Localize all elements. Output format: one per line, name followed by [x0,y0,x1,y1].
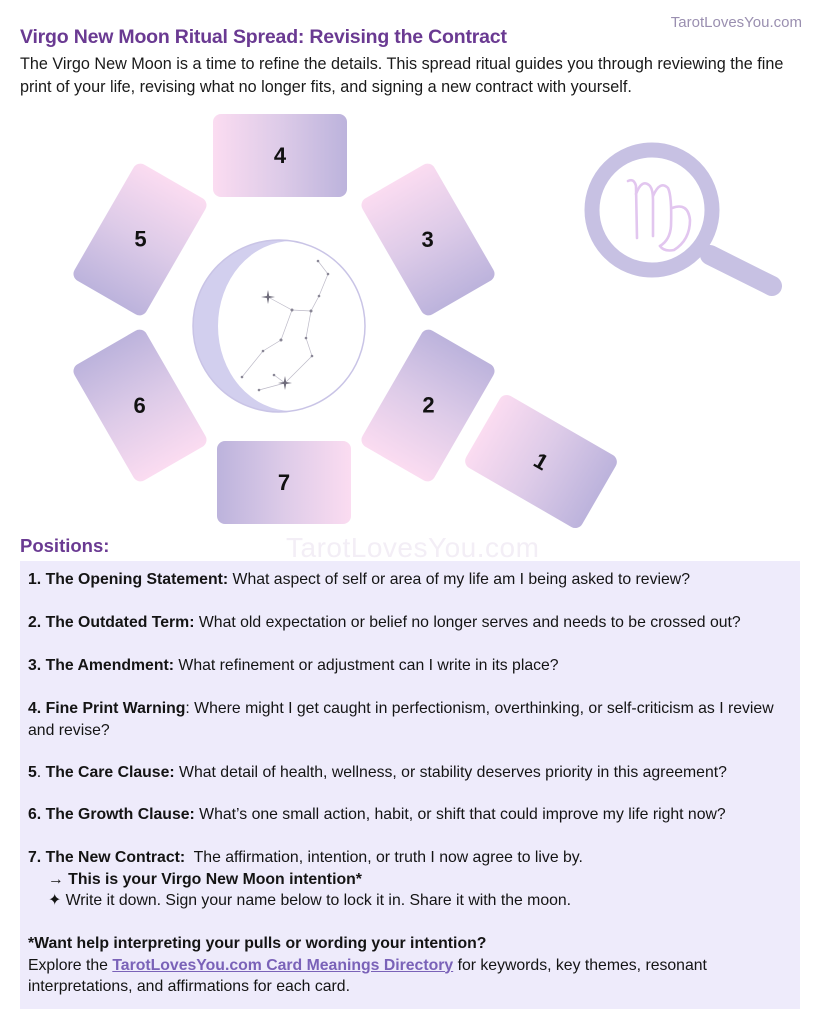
position-question: The affirmation, intention, or truth I n… [185,849,583,866]
position-question: What refinement or adjustment can I writ… [174,657,559,674]
card-number: 4 [273,142,287,168]
background-watermark: TarotLovesYou.com [286,532,540,563]
card-position-4: 4 [213,114,347,197]
position-question: What’s one small action, habit, or shift… [194,806,726,823]
magnifying-glass-virgo-icon [584,142,782,296]
spread-layout: 1 2 3 4 5 6 7 [0,100,819,531]
positions-heading: Positions: [20,535,110,556]
position-name: The Opening Statement: [45,571,229,588]
position-question: : Where might I get caught in perfection… [28,700,774,739]
card-position-7: 7 [217,441,351,524]
card-number: 1 [529,447,553,475]
card-number: 2 [421,392,435,418]
position-name: Fine Print Warning [45,700,186,717]
position-name: The Amendment: [45,657,175,674]
position-separator: . [36,764,46,781]
position-question: What detail of health, wellness, or stab… [174,764,727,781]
position-number: 5 [28,764,37,781]
position-item-1: 1. The Opening Statement: What aspect of… [28,569,796,591]
position-question: What aspect of self or area of my life a… [228,571,690,588]
position-item-7: 7. The New Contract: The affirmation, in… [28,847,796,912]
position-question: What old expectation or belief no longer… [194,614,741,631]
position-item-2: 2. The Outdated Term: What old expectati… [28,612,796,634]
intention-line: → This is your Virgo New Moon intention* [48,870,362,888]
intro-paragraph: The Virgo New Moon is a time to refine t… [20,55,784,96]
help-section: *Want help interpreting your pulls or wo… [28,933,796,998]
position-number: 7. [28,849,42,866]
position-number: 1. [28,571,42,588]
position-number: 3. [28,657,42,674]
positions-panel: 1. The Opening Statement: What aspect of… [20,561,800,1009]
position-number: 6. [28,806,42,823]
brand-watermark: TarotLovesYou.com [670,14,802,31]
position-name: The New Contract: [45,849,186,866]
card-number: 5 [133,226,147,252]
help-suffix: for keywords, key themes, resonant inter… [28,956,707,996]
card-number: 3 [421,226,435,252]
help-question: *Want help interpreting your pulls or wo… [28,935,487,952]
card-meanings-directory-link[interactable]: TarotLovesYou.com Card Meanings Director… [112,956,454,974]
crescent-moon-constellation-icon [192,239,366,413]
position-name: The Care Clause: [45,764,175,781]
card-number: 7 [277,469,291,495]
position-name: The Outdated Term: [45,614,195,631]
position-name: The Growth Clause: [45,806,195,823]
page-title: Virgo New Moon Ritual Spread: Revising t… [20,26,507,48]
position-item-3: 3. The Amendment: What refinement or adj… [28,655,796,677]
card-number: 6 [133,392,147,418]
position-number: 4. [28,700,42,717]
position-item-4: 4. Fine Print Warning: Where might I get… [28,698,796,741]
position-item-6: 6. The Growth Clause: What’s one small a… [28,804,796,826]
instruction-line: ✦ Write it down. Sign your name below to… [48,892,572,909]
position-item-5: 5. The Care Clause: What detail of healt… [28,762,796,784]
help-prefix: Explore the [28,956,113,974]
position-number: 2. [28,614,42,631]
